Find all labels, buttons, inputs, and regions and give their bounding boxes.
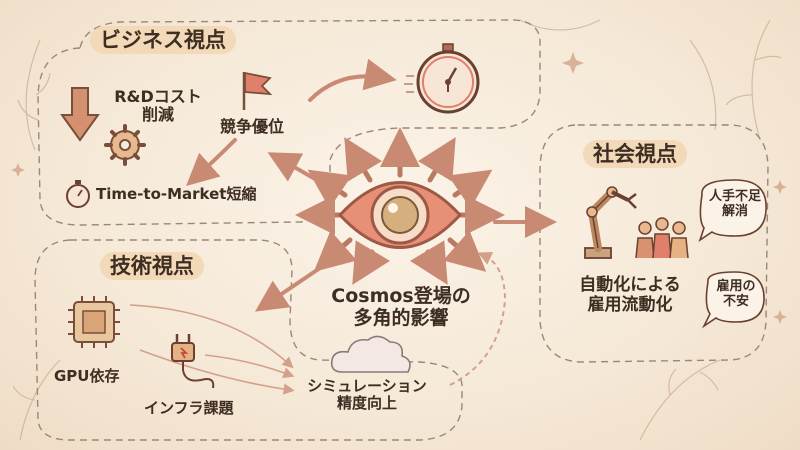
arrow-competition-to-ttm bbox=[186, 138, 237, 187]
arrow-sim-to-eye bbox=[449, 251, 507, 386]
employment-anxiety-bubble-text: 雇用の 不安 bbox=[706, 279, 766, 310]
flag-icon bbox=[242, 71, 273, 110]
cloud-icon bbox=[330, 335, 411, 373]
speech-bubble-icon bbox=[698, 179, 767, 329]
people-icon bbox=[635, 217, 689, 259]
arrow-gpu-to-sim bbox=[129, 304, 294, 369]
stopwatch-icon bbox=[404, 43, 480, 114]
gpu-label: GPU依存 bbox=[54, 367, 120, 385]
plug-icon bbox=[171, 334, 215, 389]
sparkle-icon bbox=[11, 52, 787, 324]
simulation-line1: シミュレーション bbox=[307, 377, 427, 395]
arrow-eye-to-tech bbox=[255, 266, 322, 312]
automation-line1: 自動化による bbox=[579, 275, 681, 295]
simulation-line2: 精度向上 bbox=[336, 394, 397, 413]
simulation-label: シミュレーション 精度向上 bbox=[292, 377, 442, 413]
center-title: Cosmos登場の 多角的影響 bbox=[320, 285, 482, 330]
rd-cost-line1: R&Dコスト bbox=[114, 87, 202, 106]
society-section-title: 社会視点 bbox=[583, 140, 687, 169]
labor-line2: 解消 bbox=[721, 203, 748, 219]
gear-icon bbox=[104, 124, 146, 166]
rd-cost-line2: 削減 bbox=[141, 105, 174, 125]
automation-label: 自動化による 雇用流動化 bbox=[570, 275, 690, 315]
robot-arm-icon bbox=[584, 186, 637, 259]
automation-line2: 雇用流動化 bbox=[587, 294, 673, 315]
timer-icon bbox=[66, 180, 90, 208]
competition-label: 競争優位 bbox=[220, 117, 285, 136]
chip-icon bbox=[68, 296, 120, 348]
business-section-title: ビジネス視点 bbox=[90, 26, 236, 55]
infra-label: インフラ課題 bbox=[144, 399, 234, 417]
arrow-infra-to-sim bbox=[139, 349, 295, 395]
labor-shortage-bubble-text: 人手不足 解消 bbox=[704, 189, 766, 220]
center-title-line1: Cosmos登場の bbox=[331, 285, 471, 307]
rd-cost-label: R&Dコスト 削減 bbox=[104, 87, 212, 125]
time-to-market-label: Time-to-Market短縮 bbox=[96, 185, 257, 203]
center-title-line2: 多角的影響 bbox=[353, 306, 449, 329]
business-region bbox=[37, 19, 541, 226]
down-arrow-icon bbox=[60, 87, 100, 142]
arrow-eye-to-competition bbox=[267, 152, 327, 187]
eye-icon bbox=[295, 127, 505, 285]
tech-section-title: 技術視点 bbox=[100, 252, 204, 281]
arrow-plug-to-sim bbox=[204, 354, 295, 378]
arrow-flag-to-stopwatch bbox=[308, 58, 397, 102]
anxiety-line1: 雇用の bbox=[716, 279, 756, 294]
labor-line1: 人手不足 bbox=[708, 189, 761, 204]
anxiety-line2: 不安 bbox=[722, 293, 749, 309]
